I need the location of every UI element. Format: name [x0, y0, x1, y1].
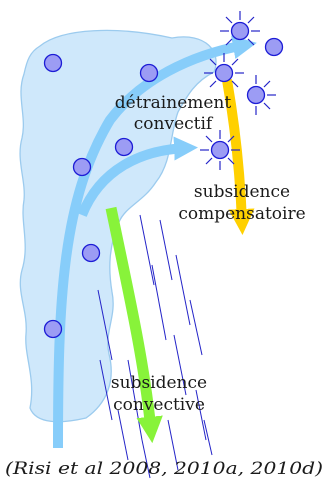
label-convective-line1: subsidence — [111, 373, 207, 393]
evaporating-droplet — [248, 75, 277, 115]
citation: (Risi et al 2008, 2010a, 2010d) — [5, 459, 323, 479]
droplet — [116, 139, 133, 156]
label-detrainment-line2: convectif — [134, 114, 214, 134]
droplet — [83, 245, 100, 262]
label-convective-line2: convective — [113, 395, 205, 415]
droplet — [74, 159, 91, 176]
droplet — [141, 65, 158, 82]
evaporating-droplet — [200, 130, 240, 170]
droplet — [45, 55, 62, 72]
label-compensating-line1: subsidence — [194, 182, 290, 202]
label-detrainment-line1: détrainement — [115, 93, 232, 113]
evaporating-droplet — [220, 11, 260, 45]
evaporating-droplet — [266, 39, 283, 56]
droplet — [45, 321, 62, 338]
label-compensating-line2: compensatoire — [178, 204, 305, 224]
